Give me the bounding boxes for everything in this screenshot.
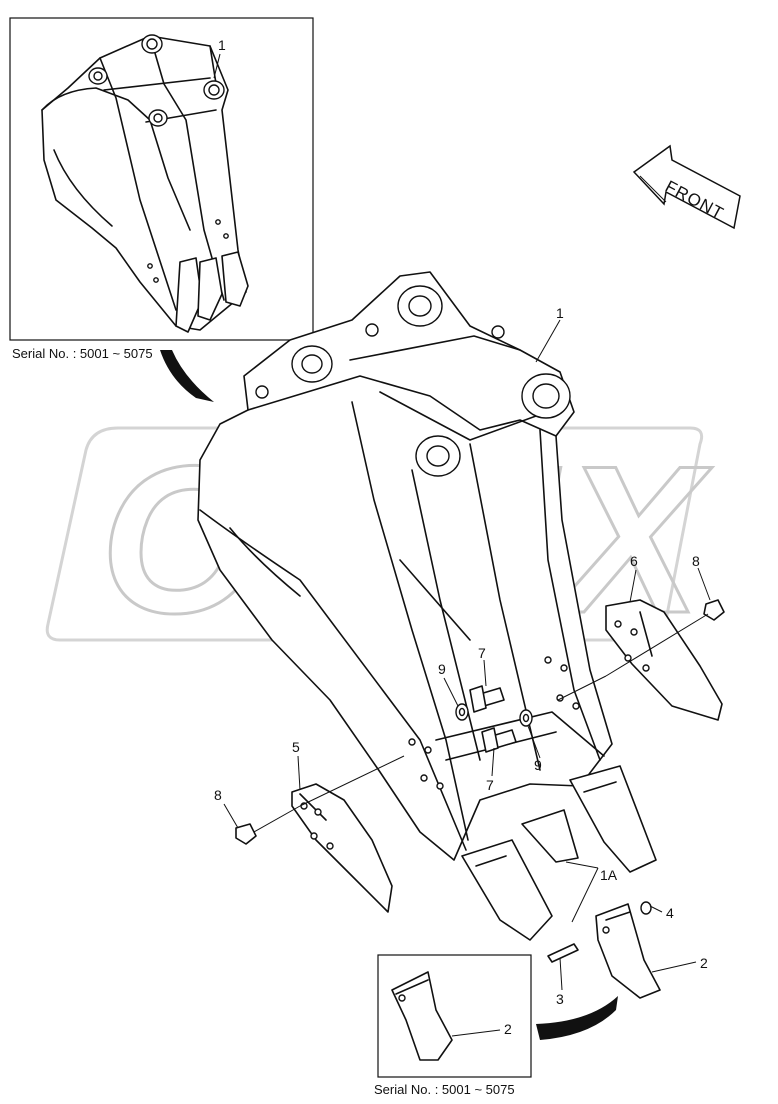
callout-8-right: 8 bbox=[692, 553, 700, 569]
curved-pointer-arrow-bottom bbox=[536, 996, 618, 1040]
inset-bucket-drawing bbox=[41, 34, 249, 333]
callout-7-lower: 7 bbox=[486, 777, 494, 793]
inset-tooth-drawing bbox=[391, 971, 453, 1061]
inset-bottom-callout: 2 bbox=[504, 1021, 512, 1037]
callout-3: 3 bbox=[556, 991, 564, 1007]
main-bucket-drawing bbox=[197, 271, 657, 941]
front-arrow: FRONT bbox=[632, 144, 741, 230]
callout-9-right: 9 bbox=[534, 757, 542, 773]
inset-bottom-serial-label: Serial No. : 5001 ~ 5075 bbox=[374, 1082, 515, 1097]
callout-labels: 1 6 8 9 7 7 9 5 8 1A 4 2 3 bbox=[214, 305, 708, 1007]
inset-top-frame bbox=[9, 17, 314, 341]
nut-8-left bbox=[235, 823, 257, 845]
bolts-and-washers bbox=[455, 685, 533, 753]
inset-top: 1 Serial No. : 5001 ~ 5075 bbox=[9, 17, 314, 402]
inset-bottom-frame bbox=[377, 954, 532, 1078]
callout-1: 1 bbox=[556, 305, 564, 321]
side-cutter-6 bbox=[557, 599, 725, 721]
inset-bottom: 2 Serial No. : 5001 ~ 5075 bbox=[374, 954, 618, 1097]
loose-tooth-assembly bbox=[547, 901, 661, 999]
side-cutter-5 bbox=[235, 755, 405, 913]
leader-lines bbox=[223, 319, 711, 991]
retainer-4 bbox=[640, 901, 652, 915]
callout-5: 5 bbox=[292, 739, 300, 755]
callout-8-left: 8 bbox=[214, 787, 222, 803]
callout-1A: 1A bbox=[600, 867, 618, 883]
callout-7-upper: 7 bbox=[478, 645, 486, 661]
callout-4: 4 bbox=[666, 905, 674, 921]
callout-2: 2 bbox=[700, 955, 708, 971]
curved-pointer-arrow-top bbox=[160, 350, 214, 402]
inset-top-callout: 1 bbox=[218, 37, 226, 53]
callout-9-left: 9 bbox=[438, 661, 446, 677]
pin-3 bbox=[547, 943, 579, 963]
inset-top-serial-label: Serial No. : 5001 ~ 5075 bbox=[12, 346, 153, 361]
nut-8-right bbox=[703, 599, 725, 621]
callout-6: 6 bbox=[630, 553, 638, 569]
